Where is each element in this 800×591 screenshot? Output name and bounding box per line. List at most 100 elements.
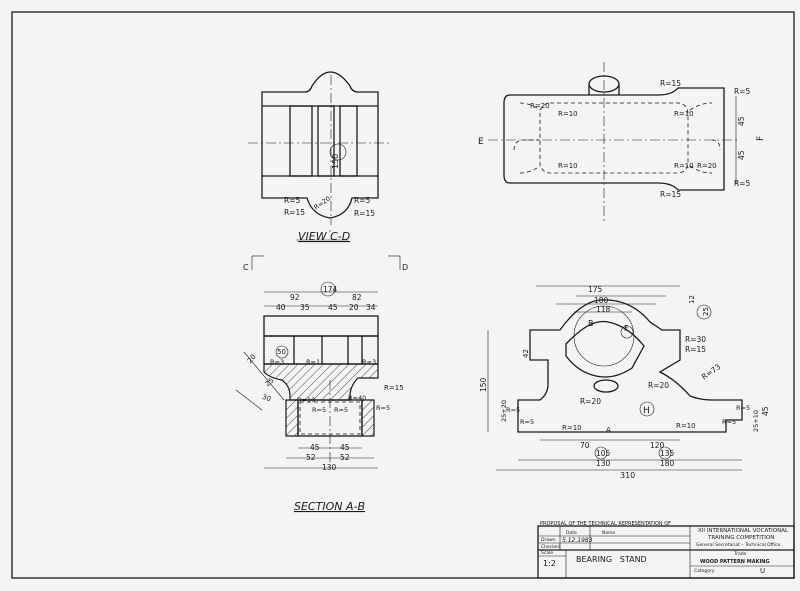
r15: R=15 [384, 384, 404, 392]
r5b: R=5 [334, 406, 348, 414]
plan-view: E F R=15 R=15 R=20 R=20 R=10 R=10 R=10 R… [478, 62, 766, 222]
label-f: F [756, 136, 766, 141]
date-value: 5.12.1983 [562, 537, 593, 544]
date-header: Date [566, 530, 577, 536]
front-r10b: R=10 [676, 422, 696, 430]
front-r30: R=30 [685, 335, 706, 344]
dim-50: 50 [277, 348, 286, 356]
label-d: D [402, 263, 408, 272]
plan-dim-45a: 45 [737, 116, 746, 126]
plan-r5-top: R=5 [734, 87, 750, 96]
plan-r10-c: R=10 [558, 162, 578, 170]
plan-r5-bottom: R=5 [734, 179, 750, 188]
front-r5a: R=5 [506, 406, 520, 414]
dim-150: 150 [331, 154, 340, 169]
dim-40: 40 [276, 303, 286, 312]
plan-r15-top: R=15 [660, 79, 681, 88]
front-r20b: R=20 [580, 397, 601, 406]
dim-20v: 20 [246, 353, 258, 365]
r40: R=40 [348, 394, 366, 402]
front-r10a: R=10 [562, 424, 582, 432]
front-dim-310: 310 [620, 471, 635, 480]
r5-left: R=5 [284, 196, 300, 205]
plan-r10-b: R=10 [674, 110, 694, 118]
label-h: H [643, 406, 650, 416]
label-a: A [606, 426, 611, 434]
dim-130: 130 [322, 463, 337, 472]
front-dim-25-10: 25+10 [752, 410, 760, 432]
title-block: PROPOSAL OF THE TECHNICAL REPRESENTATION… [537, 521, 795, 579]
front-r5d: R=5 [722, 418, 736, 426]
front-dim-150: 150 [479, 377, 488, 392]
front-view: 175 180 118 B F R=30 R=15 R=73 R=20 R=20… [479, 285, 770, 480]
front-r5b: R=5 [520, 418, 534, 426]
plan-r20-tl: R=20 [530, 102, 550, 110]
scale-header: Scale [541, 550, 553, 556]
trade-header: Trade [733, 551, 747, 557]
drawn-label: Drawn [541, 537, 556, 543]
r20: R=20 [312, 195, 332, 212]
dim-20: 20 [349, 303, 359, 312]
dim-180: 180 [594, 296, 609, 305]
r15-left: R=15 [284, 208, 305, 217]
dim-52r: 52 [340, 453, 350, 462]
r1: R=1 [306, 358, 320, 366]
dim-35: 35 [300, 303, 310, 312]
front-r73: R=73 [700, 362, 723, 382]
front-dim-25: 25 [702, 307, 710, 316]
front-r20a: R=20 [648, 381, 669, 390]
org-line-1: XII INTERNATIONAL VOCATIONAL [698, 528, 789, 534]
dim-118: 118 [596, 305, 611, 314]
plan-r10-a: R=10 [558, 110, 578, 118]
front-r15: R=15 [685, 345, 706, 354]
front-dim-25-20: 25+20 [500, 400, 508, 422]
dim-174: 174 [323, 285, 338, 294]
name-header: Name [602, 530, 616, 536]
label-c: C [243, 263, 249, 272]
front-dim-180: 180 [660, 459, 675, 468]
front-dim-45: 45 [761, 406, 770, 416]
view-cd-title: VIEW C-D [298, 230, 350, 243]
drawing-title: BEARING STAND [576, 555, 647, 564]
section-ab-title: SECTION A-B [294, 500, 365, 513]
category-header: Category [694, 568, 715, 574]
label-f-circle: F [624, 324, 629, 333]
proposal-text: PROPOSAL OF THE TECHNICAL REPRESENTATION… [540, 521, 671, 527]
r5c: R=5 [376, 404, 390, 412]
r10: R=10 [297, 396, 315, 404]
dim-52l: 52 [306, 453, 316, 462]
r3a: R=3 [270, 358, 284, 366]
r5-right: R=5 [354, 196, 370, 205]
category-value: U [760, 567, 765, 575]
front-r5c: R=5 [736, 404, 750, 412]
checked-label: Checked [541, 544, 560, 550]
plan-dim-45b: 45 [737, 150, 746, 160]
scale-value: 1:2 [543, 559, 556, 568]
r3b: R=3 [362, 358, 376, 366]
front-dim-130: 130 [596, 459, 611, 468]
dim-34: 34 [366, 303, 376, 312]
org-line-2: TRAINING COMPETITION [707, 535, 774, 541]
section-ab: C D 174 92 82 40 35 45 20 34 50 R=3 R=1 … [235, 255, 408, 513]
front-dim-120: 120 [650, 441, 665, 450]
drawing-border [11, 11, 795, 579]
dim-45r: 45 [340, 443, 350, 452]
dim-45: 45 [328, 303, 338, 312]
r15-right: R=15 [354, 209, 375, 218]
front-dim-12: 12 [688, 295, 696, 304]
dim-82: 82 [352, 293, 362, 302]
front-dim-105: 105 [596, 449, 611, 458]
label-e: E [478, 137, 484, 147]
label-b: B [588, 319, 594, 328]
dim-175: 175 [588, 285, 603, 294]
dim-45l: 45 [310, 443, 320, 452]
org-line-3: General Secretariat – Technical Office [696, 542, 780, 548]
r5a: R=5 [312, 406, 326, 414]
dim-30: 30 [261, 393, 272, 404]
front-dim-70: 70 [580, 441, 590, 450]
view-cd: 150 R=5 R=15 R=5 R=15 R=20 VIEW C-D [248, 71, 392, 243]
dim-92: 92 [290, 293, 300, 302]
plan-r10-d: R=10 [674, 162, 694, 170]
trade-value: WOOD PATTERN MAKING [700, 559, 770, 565]
